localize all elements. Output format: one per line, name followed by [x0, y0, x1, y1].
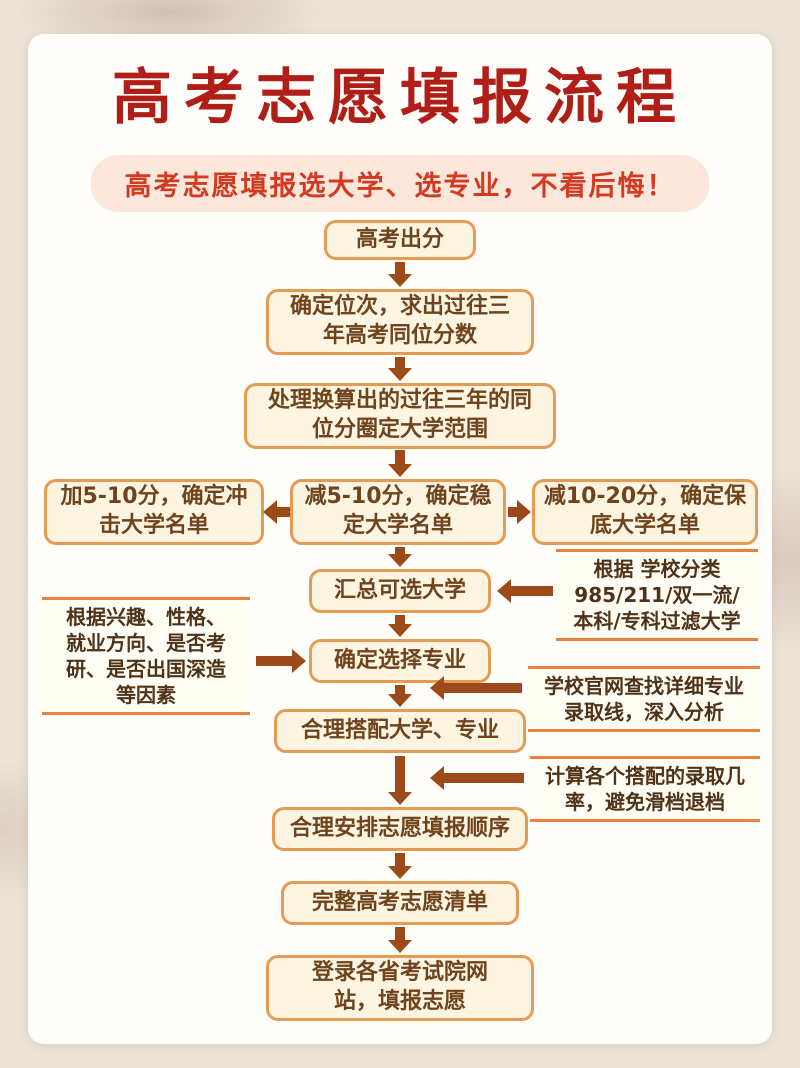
subtitle-banner: 高考志愿填报选大学、选专业，不看后悔！ — [90, 155, 710, 212]
arrow-head — [497, 579, 511, 603]
arrow-shaft — [395, 615, 405, 624]
flow-arrow-down-icon — [388, 853, 412, 879]
arrow-shaft — [395, 853, 405, 866]
flow-arrow-down-icon — [388, 685, 412, 707]
note-admission-rate: 计算各个搭配的录取几 率，避免滑档退档 — [530, 756, 760, 822]
flow-box-college-pool: 汇总可选大学 — [309, 569, 491, 613]
flow-box-reach-list: 加5-10分，确定冲 击大学名单 — [44, 479, 264, 545]
arrow-shaft — [444, 773, 524, 783]
note-arrow-left-icon — [430, 676, 522, 700]
flow-box-convert-scores: 处理换算出的过往三年的同 位分圈定大学范围 — [244, 383, 556, 449]
flow-arrow-down-icon — [388, 615, 412, 637]
arrow-head — [388, 694, 412, 707]
arrow-head — [388, 554, 412, 567]
arrow-shaft — [444, 683, 522, 693]
arrow-head — [430, 676, 444, 700]
page-title: 高考志愿填报流程 — [112, 63, 688, 133]
flow-box-submit: 登录各省考试院网 站，填报志愿 — [266, 955, 534, 1021]
flow-arrow-down-icon — [388, 756, 412, 805]
flow-box-match-combo: 合理搭配大学、专业 — [274, 709, 526, 753]
arrow-head — [388, 866, 412, 879]
flow-arrow-down-icon — [388, 927, 412, 953]
arrow-head — [388, 464, 412, 477]
arrow-head — [292, 649, 306, 673]
arrow-head — [388, 940, 412, 953]
note-major-factors: 根据兴趣、性格、 就业方向、是否考 研、是否出国深造 等因素 — [42, 597, 250, 715]
flow-box-stable-list: 减5-10分，确定稳 定大学名单 — [290, 479, 506, 545]
flow-arrow-down-icon — [388, 262, 412, 287]
arrow-shaft — [511, 586, 553, 596]
note-arrow-left-icon — [430, 766, 524, 790]
branch-arrow-right-icon — [508, 500, 531, 524]
flow-arrow-down-icon — [388, 450, 412, 477]
arrow-shaft — [277, 507, 290, 517]
flow-box-safety-list: 减10-20分，确定保 底大学名单 — [532, 479, 758, 545]
arrow-shaft — [395, 357, 405, 368]
arrow-head — [388, 792, 412, 805]
flow-box-score-release: 高考出分 — [324, 220, 476, 260]
arrow-head — [263, 500, 277, 524]
note-school-filter: 根据 学校分类 985/211/双一流/ 本科/专科过滤大学 — [556, 549, 758, 641]
branch-arrow-left-icon — [263, 500, 290, 524]
arrow-head — [517, 500, 531, 524]
arrow-shaft — [395, 927, 405, 940]
arrow-shaft — [395, 756, 405, 792]
arrow-head — [388, 624, 412, 637]
flow-box-choose-major: 确定选择专业 — [309, 639, 491, 683]
note-arrow-right-icon — [256, 649, 306, 673]
arrow-head — [430, 766, 444, 790]
arrow-shaft — [256, 656, 292, 666]
note-official-site: 学校官网查找详细专业 录取线，深入分析 — [528, 666, 760, 732]
arrow-head — [388, 274, 412, 287]
flow-box-final-list: 完整高考志愿清单 — [281, 881, 519, 925]
arrow-shaft — [395, 262, 405, 274]
arrow-shaft — [395, 685, 405, 694]
note-arrow-left-icon — [497, 579, 553, 603]
arrow-shaft — [395, 450, 405, 464]
arrow-shaft — [395, 547, 405, 554]
arrow-head — [388, 368, 412, 381]
flow-box-determine-rank: 确定位次，求出过往三 年高考同位分数 — [266, 289, 534, 355]
flow-arrow-down-icon — [388, 357, 412, 381]
flow-box-order-plan: 合理安排志愿填报顺序 — [272, 807, 528, 851]
arrow-shaft — [508, 507, 517, 517]
flow-arrow-down-icon — [388, 547, 412, 567]
